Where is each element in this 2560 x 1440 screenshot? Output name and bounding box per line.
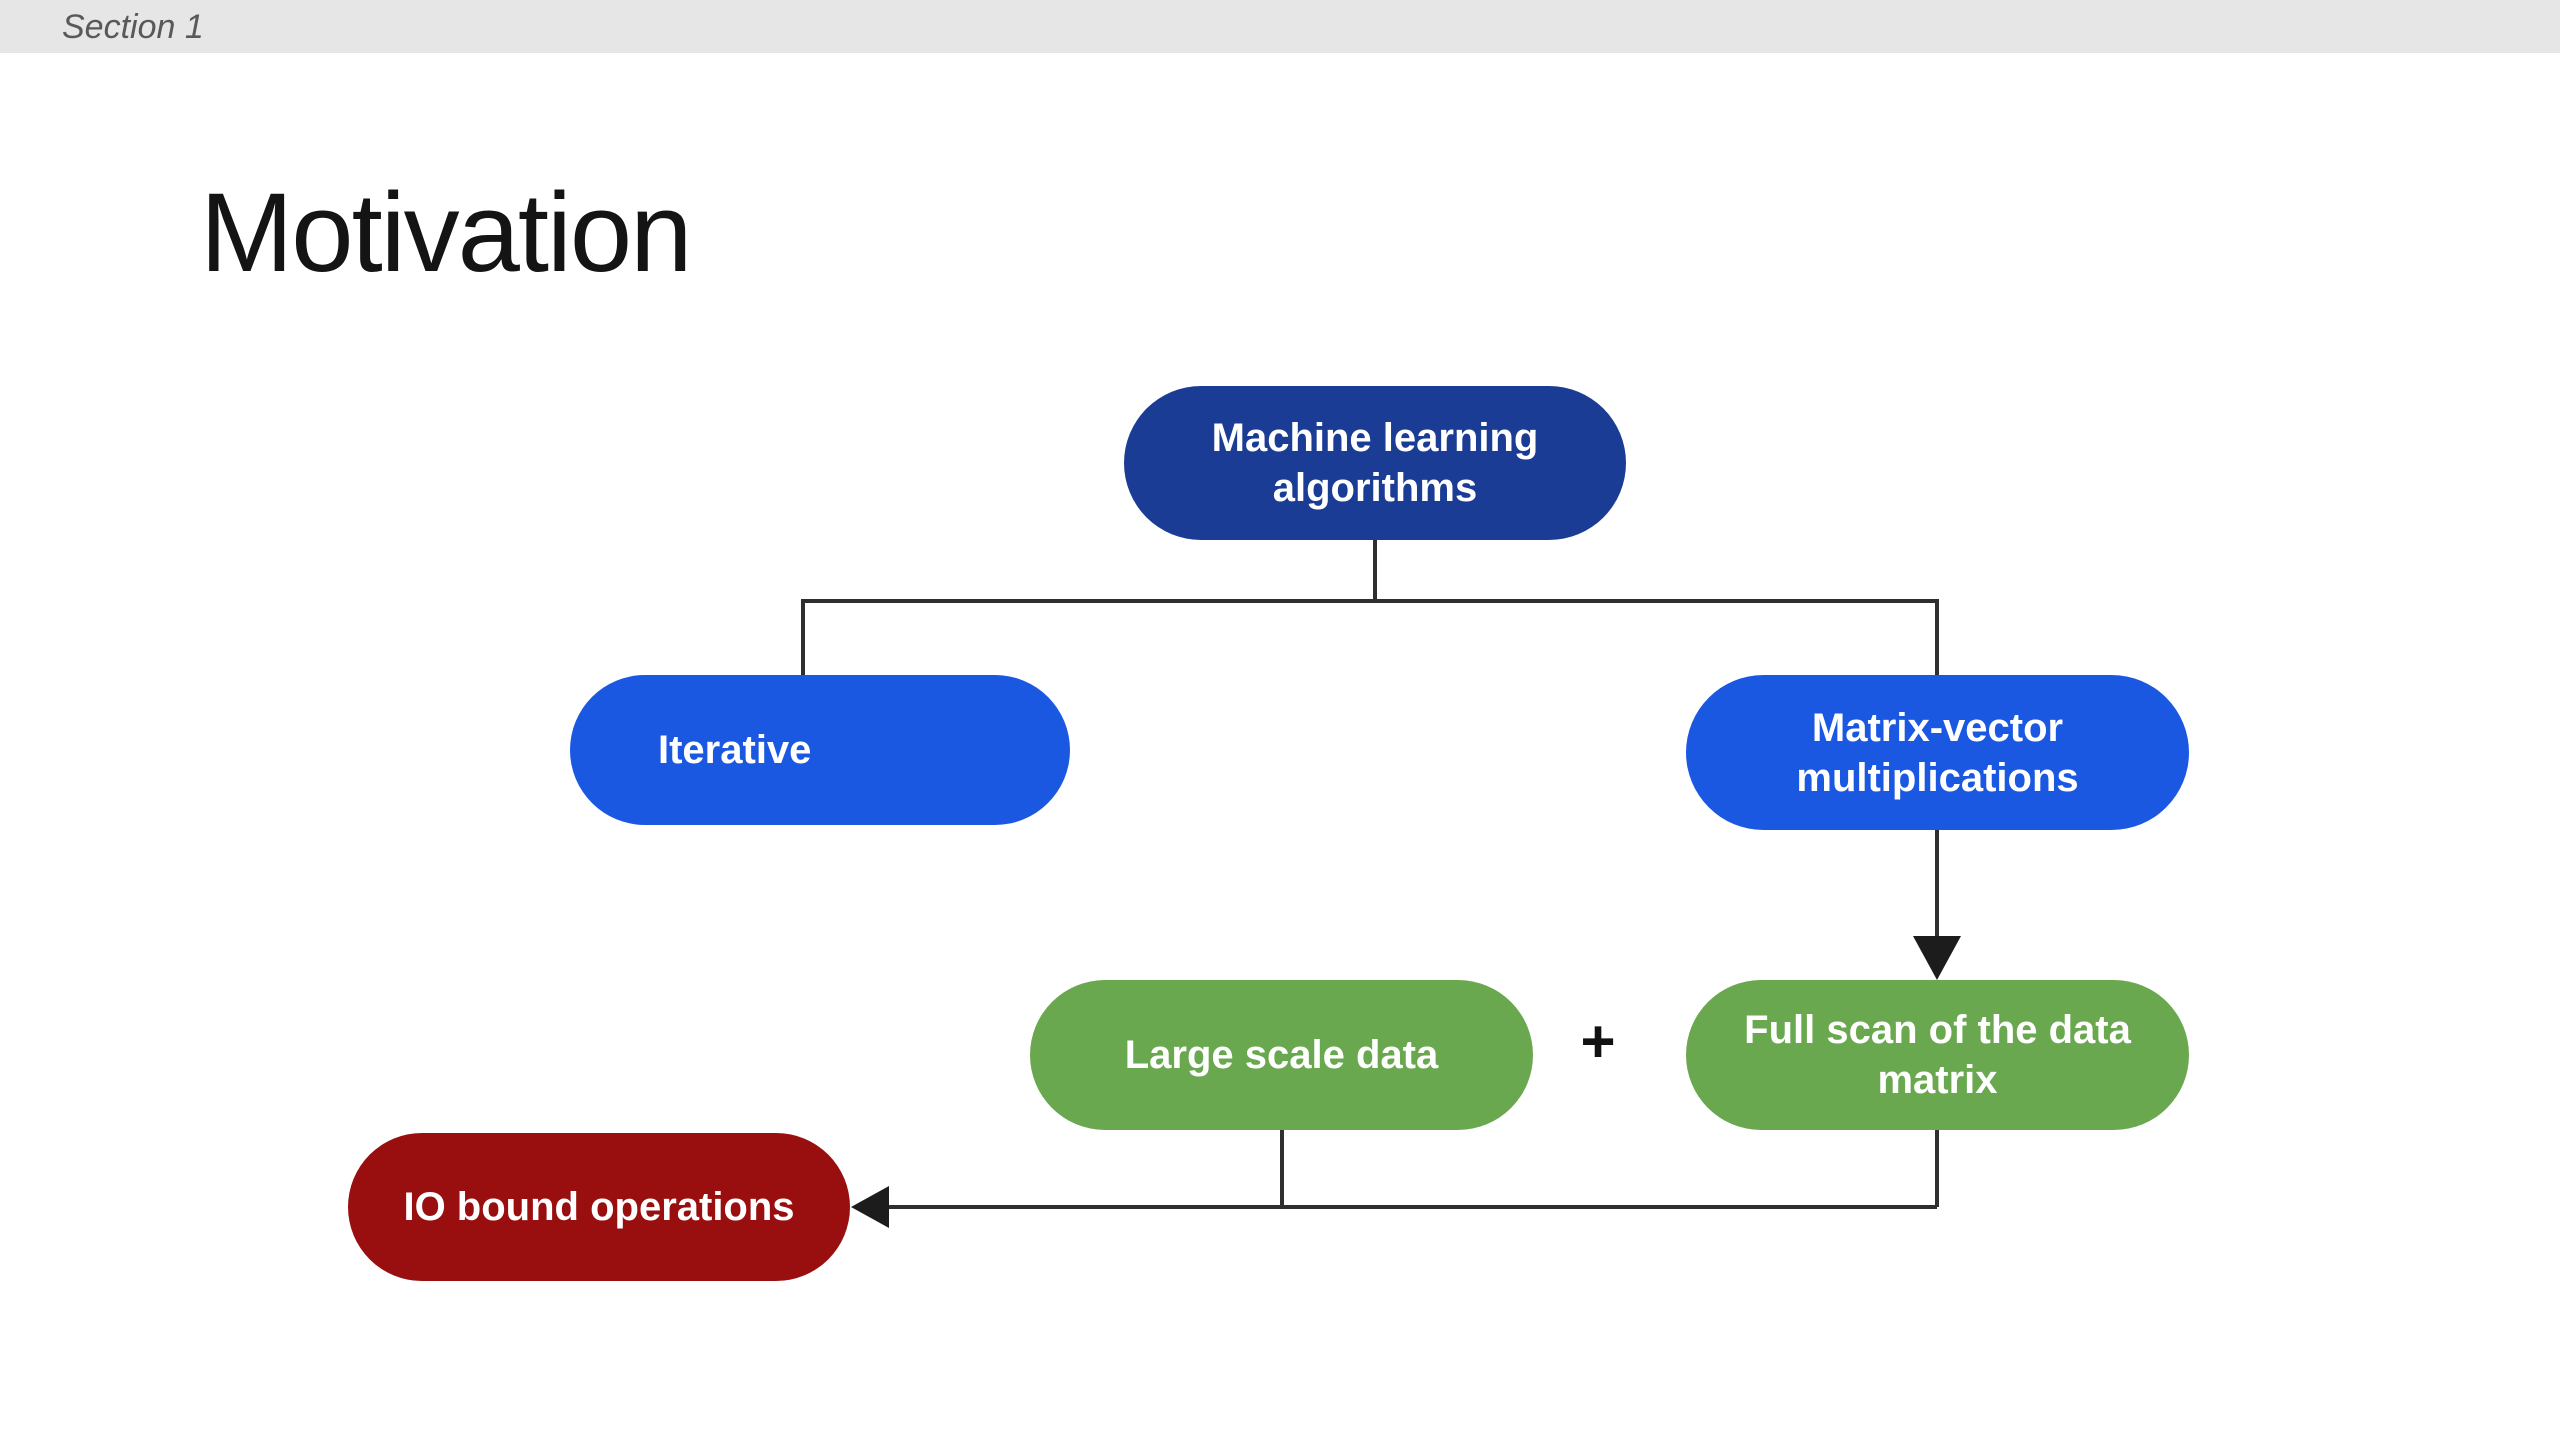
page-title: Motivation [200,170,692,295]
section-bar: Section 1 [0,0,2560,53]
section-label: Section 1 [62,8,204,46]
node-matrix-vector-multiplications: Matrix-vector multiplications [1686,675,2189,830]
node-io-bound-operations: IO bound operations [348,1133,850,1281]
arrowhead-down [1913,936,1961,980]
node-full-scan-of-data-matrix: Full scan of the data matrix [1686,980,2189,1130]
node-large-scale-data: Large scale data [1030,980,1533,1130]
node-iterative: Iterative [570,675,1070,825]
node-machine-learning-algorithms: Machine learning algorithms [1124,386,1626,540]
plus-symbol: + [1580,1007,1616,1075]
arrowhead-left [851,1186,889,1228]
